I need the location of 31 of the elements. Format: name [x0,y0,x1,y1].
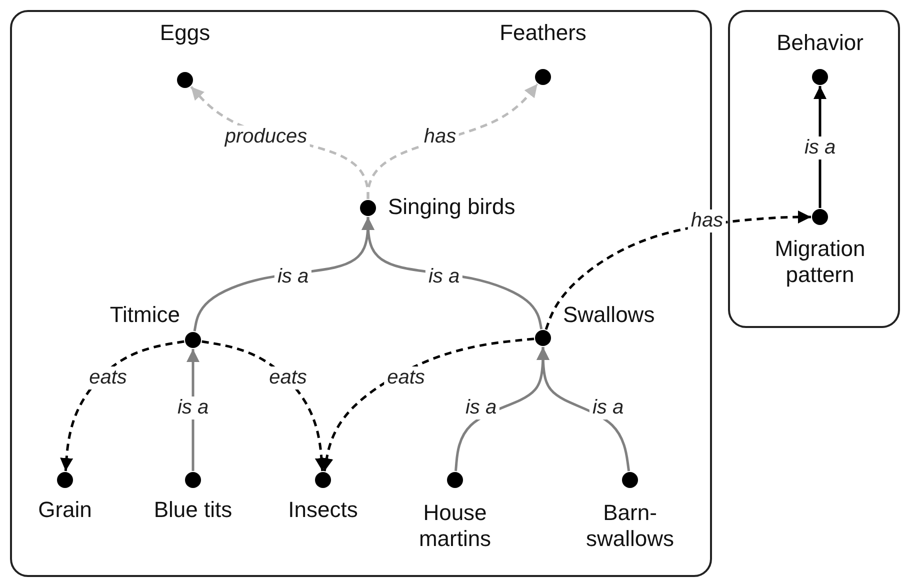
node-label: Blue tits [152,497,234,524]
node-dot [57,472,73,488]
node-dot [812,69,828,85]
edge-label: has [688,210,726,232]
node-label: Barn- swallows [584,500,676,553]
node-dot [812,209,828,225]
node-label: Singing birds [388,194,516,220]
edge-label: has [420,126,460,148]
node-label: Swallows [563,302,656,328]
node-dot [177,72,193,88]
node-dot [185,472,201,488]
node-dot [622,472,638,488]
node-label: Eggs [158,20,212,46]
node-label: Insects [287,497,359,524]
node-label: Titmice [108,302,180,328]
arrow [320,338,534,472]
node-dot [535,330,551,346]
edge-label: produces [222,126,310,148]
node-dot [447,472,463,488]
node-dot [185,332,201,348]
arrow [544,210,811,330]
arrow [60,340,184,472]
node-label: Behavior [776,30,864,56]
node-dot [535,69,551,85]
node-label: Grain [37,497,93,524]
node-label: House martins [418,500,492,553]
node-label: Feathers [498,20,588,46]
arrow [536,347,630,472]
node-dot [315,472,331,488]
node-dot [360,200,376,216]
node-label: Migration pattern [774,236,866,289]
